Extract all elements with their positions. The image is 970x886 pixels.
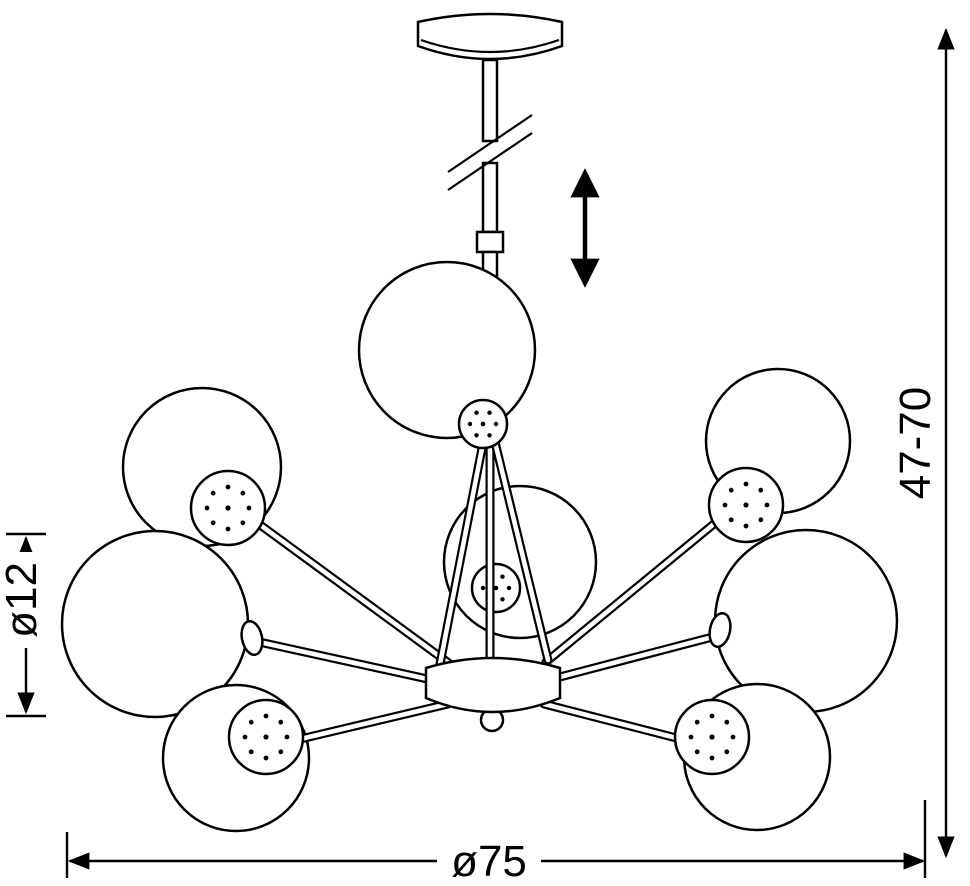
dimension-label-height: 47-70: [891, 387, 940, 500]
dimension-height: 47-70: [891, 27, 955, 859]
ceiling-canopy: [416, 12, 564, 61]
mounting-plate: [673, 698, 751, 776]
mounting-plate: [707, 466, 785, 544]
lamp-arms: [243, 509, 731, 747]
lamp-globe: [357, 260, 537, 440]
mounting-plate: [457, 398, 509, 450]
arm-collar: [708, 611, 732, 649]
mounting-plate: [189, 469, 267, 547]
suspension-rod: [447, 58, 533, 292]
dimension-label-globe-diameter: ø12: [0, 562, 46, 638]
mounting-plate: [470, 562, 522, 614]
central-hub: [424, 656, 562, 714]
arm-collar: [240, 619, 264, 657]
central-stem: [435, 425, 553, 669]
mounting-plate: [227, 698, 305, 776]
rod-break-symbol: [447, 114, 533, 191]
dimension-overall-width: ø75: [65, 800, 927, 886]
dimension-globe-diameter: ø12: [0, 532, 46, 718]
rod-connector: [475, 230, 505, 254]
dimension-label-overall-width: ø75: [451, 837, 527, 886]
